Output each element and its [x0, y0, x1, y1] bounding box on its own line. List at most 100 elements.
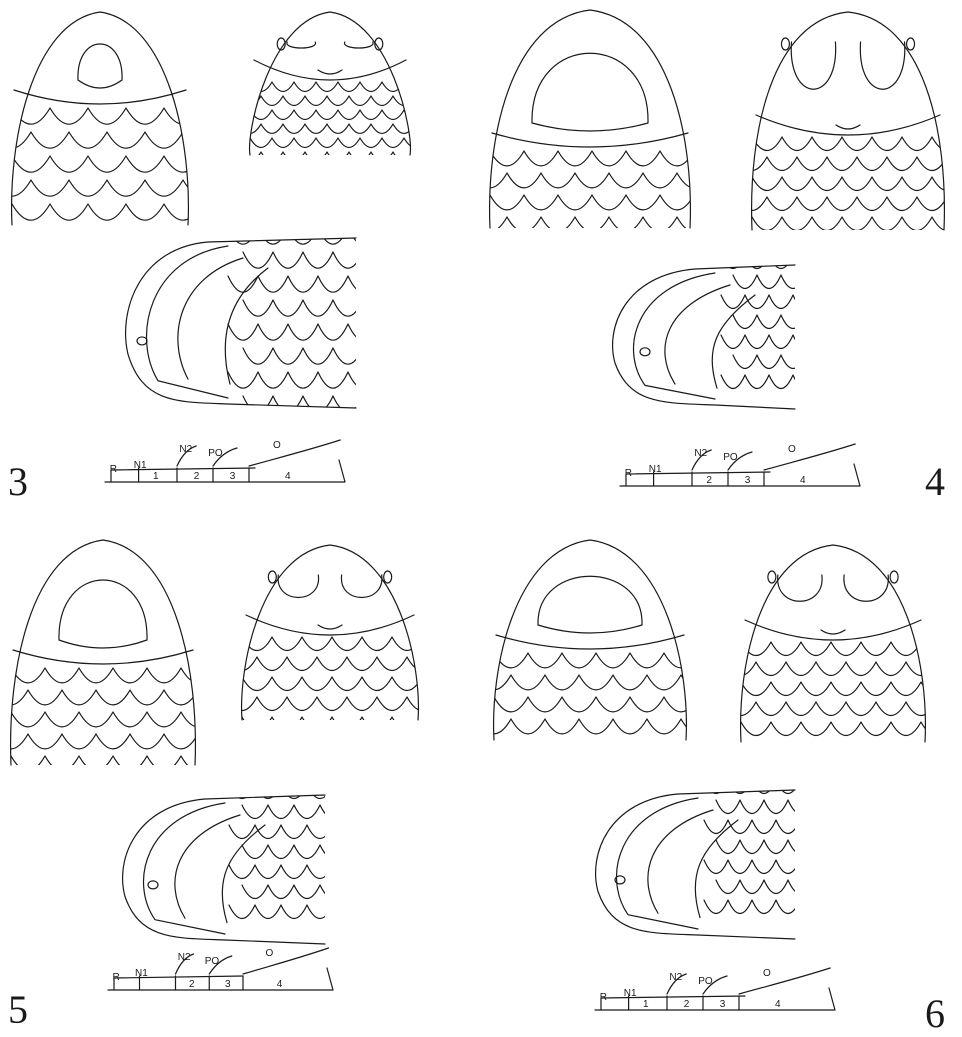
head-label-o: O: [788, 444, 796, 455]
lateral-view: [613, 255, 841, 409]
mouth: [318, 625, 342, 629]
shield-diagram: RN1N2POO1234: [595, 968, 835, 1010]
scale-row: [229, 785, 372, 919]
right-nostril-icon: [384, 571, 392, 583]
preocular-arc: [225, 268, 268, 384]
preocular-arc: [222, 825, 265, 923]
right-nasal-shield: [341, 575, 381, 598]
dorsal-view: [460, 540, 749, 756]
nasal-arc: [178, 258, 243, 379]
o-arc: [249, 440, 340, 466]
body-scales: [228, 82, 448, 161]
scale-row: [0, 668, 249, 793]
scale-band: [254, 60, 406, 80]
segment-label-3: 3: [230, 471, 236, 482]
right-nasal-shield: [344, 42, 373, 48]
segment-label-2: 2: [684, 999, 690, 1010]
segment-label-3: 3: [745, 475, 751, 486]
rostral-shield: [78, 44, 122, 88]
ventral-view: [212, 545, 467, 731]
head-label-n2: N2: [669, 972, 682, 983]
rostral-shield: [532, 53, 648, 131]
left-nasal-shield: [791, 42, 835, 89]
rostral-shield: [59, 580, 147, 648]
scale-band: [14, 90, 186, 104]
figure-4: RN1N2POO2344: [456, 10, 962, 504]
dorsal-view: [456, 10, 745, 254]
scale-row: [711, 642, 962, 736]
head-label-po: PO: [208, 448, 223, 459]
head-label-po: PO: [723, 452, 738, 463]
scale-row: [228, 82, 448, 161]
head-outline: [596, 790, 795, 939]
scale-band: [246, 615, 414, 635]
body-scales: [229, 785, 372, 919]
head-label-n2: N2: [179, 444, 192, 455]
head-label-n2: N2: [178, 952, 191, 963]
body-scales: [212, 637, 467, 731]
strip-box: [114, 976, 243, 990]
head-label-r: R: [113, 972, 120, 983]
nasal-arc: [665, 285, 730, 384]
left-nasal-shield: [287, 42, 316, 48]
rostral-arc: [617, 798, 698, 929]
mouth: [821, 630, 845, 634]
body-scales: [0, 108, 259, 244]
segment-label-4: 4: [285, 471, 291, 482]
segment-label-2: 2: [706, 475, 712, 486]
head-label-o: O: [266, 948, 274, 959]
rostral-arc: [634, 273, 715, 399]
ventral-view: [711, 545, 962, 742]
left-nostril-icon: [268, 571, 276, 583]
head-label-o: O: [763, 968, 771, 979]
nostril-icon: [148, 881, 158, 889]
nostril-icon: [137, 337, 147, 345]
head-label-r: R: [625, 468, 632, 479]
rostral-arc: [147, 246, 228, 398]
scale-row: [460, 653, 749, 756]
right-nasal-shield: [860, 42, 904, 89]
figure-number: 5: [8, 987, 28, 1032]
head-outline: [494, 540, 687, 740]
body-scales: [711, 642, 962, 736]
left-nasal-shield: [778, 575, 822, 601]
head-outline: [11, 540, 196, 765]
head-label-r: R: [110, 464, 117, 475]
head-outline: [752, 12, 945, 230]
lateral-view: [123, 785, 372, 944]
nostril-icon: [640, 348, 650, 356]
head-label-po: PO: [205, 956, 220, 967]
figure-number: 3: [8, 459, 28, 504]
scale-band: [13, 650, 193, 664]
preocular-arc: [695, 820, 738, 918]
left-nasal-shield: [278, 575, 318, 598]
head-label-po: PO: [698, 976, 713, 987]
nasal-arc: [648, 810, 713, 913]
segment-label-3: 3: [720, 999, 726, 1010]
lateral-view: [126, 228, 408, 412]
right-nasal-shield: [844, 575, 888, 601]
body-scales: [721, 255, 841, 389]
o-arc: [739, 968, 830, 994]
segment-label-3: 3: [225, 979, 231, 990]
right-nostril-icon: [907, 38, 915, 50]
segment-label-4: 4: [277, 979, 283, 990]
head-label-n1: N1: [649, 464, 662, 475]
body-scales: [228, 228, 408, 412]
scale-row: [722, 137, 962, 251]
mouth: [318, 70, 342, 74]
right-nostril-icon: [890, 571, 898, 583]
rostral-shield: [538, 576, 642, 633]
head-outline: [126, 238, 356, 408]
lateral-view: [596, 780, 836, 939]
body-scales: [722, 137, 962, 251]
figure-number: 4: [925, 459, 945, 504]
body-scales: [456, 151, 745, 254]
body-scales: [704, 780, 836, 914]
body-scales: [0, 668, 249, 793]
head-outline: [242, 545, 419, 720]
